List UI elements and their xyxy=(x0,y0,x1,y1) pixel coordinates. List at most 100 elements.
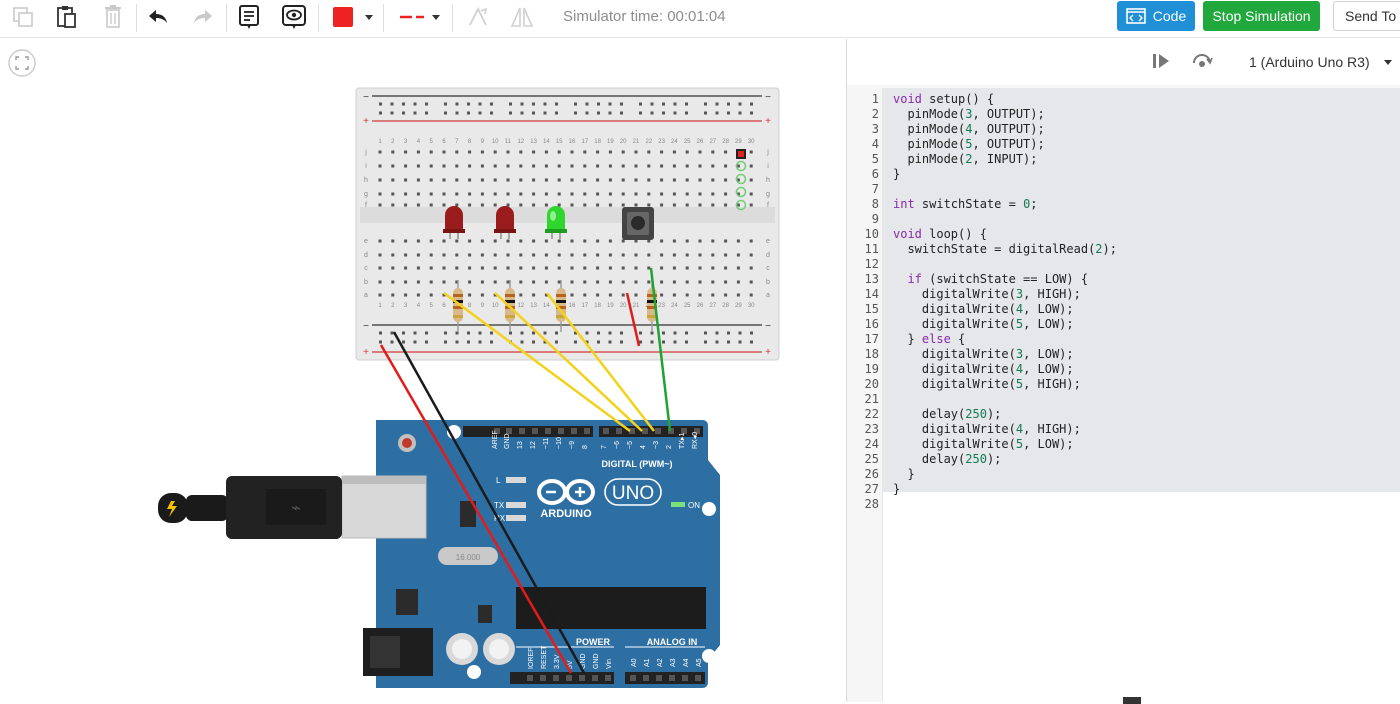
wire-style-icon[interactable] xyxy=(394,0,446,34)
breadboard-column-label: 16 xyxy=(569,303,576,309)
rotate-icon[interactable] xyxy=(463,0,493,34)
arduino-uno[interactable]: 16.000 L TX RX ON ARDUINO UN xyxy=(341,420,720,688)
debug-icon[interactable] xyxy=(1191,51,1213,76)
code-line[interactable]: digitalWrite(3, LOW); xyxy=(893,347,1074,361)
led-l-label: L xyxy=(496,476,501,485)
color-swatch xyxy=(333,7,353,27)
paste-icon[interactable] xyxy=(52,0,82,34)
color-picker-icon[interactable] xyxy=(330,0,378,34)
breadboard-column-label: 5 xyxy=(430,139,434,145)
flip-icon[interactable] xyxy=(507,0,537,34)
undo-icon[interactable] xyxy=(143,0,173,34)
breadboard-column-label: 8 xyxy=(468,303,472,309)
pushbutton[interactable] xyxy=(622,207,654,240)
code-line[interactable]: digitalWrite(3, HIGH); xyxy=(893,287,1081,301)
line-number: 21 xyxy=(864,392,879,406)
serial-monitor-icon[interactable] xyxy=(855,696,1400,704)
usb-cable: ⌁ xyxy=(158,476,342,539)
code-line[interactable]: } xyxy=(893,467,915,481)
power-icon xyxy=(167,501,177,517)
led-red-1[interactable] xyxy=(443,206,465,239)
visibility-icon[interactable] xyxy=(279,0,309,34)
breadboard-column-label: 30 xyxy=(748,139,755,145)
breadboard-rail-label: + xyxy=(765,116,771,127)
analog-pin-label: A1 xyxy=(644,658,651,667)
device-select[interactable]: 1 (Arduino Uno R3) xyxy=(1237,47,1400,77)
code-line[interactable]: int switchState = 0; xyxy=(893,197,1038,211)
zoom-fit-icon[interactable] xyxy=(8,49,36,77)
code-line[interactable]: pinMode(4, OUTPUT); xyxy=(893,122,1045,136)
line-number: 5 xyxy=(871,152,879,166)
code-line[interactable]: pinMode(5, OUTPUT); xyxy=(893,137,1045,151)
breadboard-rail-label: − xyxy=(363,321,369,332)
code-line[interactable]: delay(250); xyxy=(893,407,1002,421)
digital-header-label: DIGITAL (PWM~) xyxy=(602,459,673,469)
power-pin-label: GND xyxy=(593,653,600,669)
code-line[interactable]: switchState = digitalRead(2); xyxy=(893,242,1117,256)
breadboard-row-label: e xyxy=(766,238,770,245)
code-line[interactable]: delay(250); xyxy=(893,452,1002,466)
code-line[interactable]: digitalWrite(5, LOW); xyxy=(893,317,1074,331)
circuit-canvas[interactable]: 1122334455667788991010111112121313141415… xyxy=(0,39,846,702)
breadboard-row-label: c xyxy=(766,265,770,272)
breadboard-column-label: 20 xyxy=(620,139,627,145)
code-line[interactable]: if (switchState == LOW) { xyxy=(907,272,1089,286)
line-number: 4 xyxy=(871,137,879,151)
send-to-button[interactable]: Send To xyxy=(1333,1,1400,31)
breadboard-column-label: 6 xyxy=(442,139,446,145)
code-line[interactable]: digitalWrite(4, HIGH); xyxy=(893,422,1081,436)
code-line[interactable]: digitalWrite(4, LOW); xyxy=(893,302,1074,316)
power-header-label: POWER xyxy=(576,637,611,647)
code-line[interactable]: } xyxy=(893,167,901,181)
breadboard-column-label: 27 xyxy=(709,303,716,309)
breadboard-column-label: 18 xyxy=(594,303,601,309)
code-line[interactable]: digitalWrite(4, LOW); xyxy=(893,362,1074,376)
analog-header-label: ANALOG IN xyxy=(647,637,698,647)
copy-icon[interactable] xyxy=(8,0,38,34)
line-number: 17 xyxy=(864,332,879,346)
code-line[interactable]: void loop() { xyxy=(893,227,987,241)
line-number: 10 xyxy=(864,227,879,241)
breadboard-column-label: 9 xyxy=(481,303,485,309)
wire-yellow-pin5 xyxy=(443,291,631,433)
breadboard-column-label: 6 xyxy=(442,303,446,309)
rx-label: RX xyxy=(494,514,506,523)
digital-pin-label: ~11 xyxy=(543,438,550,449)
analog-pin-label: A3 xyxy=(670,658,677,667)
digital-pin-label: ~6 xyxy=(614,441,621,449)
wire-red-jumper[interactable] xyxy=(625,292,641,347)
digital-pin-label: ~3 xyxy=(653,441,660,449)
breadboard-rail-label: − xyxy=(765,321,771,332)
led-green[interactable] xyxy=(545,206,567,239)
redo-icon[interactable] xyxy=(188,0,218,34)
resistor[interactable] xyxy=(453,280,463,332)
code-button[interactable]: Code xyxy=(1117,1,1195,31)
code-line[interactable]: } xyxy=(893,482,901,496)
code-line[interactable]: pinMode(2, INPUT); xyxy=(893,152,1038,166)
analog-pin-label: A4 xyxy=(683,658,690,667)
step-forward-icon[interactable] xyxy=(1151,52,1171,75)
breadboard-column-label: 12 xyxy=(517,139,524,145)
code-line[interactable]: digitalWrite(5, HIGH); xyxy=(893,377,1081,391)
digital-pin-label: 7 xyxy=(601,445,608,449)
breadboard-column-label: 18 xyxy=(594,139,601,145)
breadboard-column-label: 1 xyxy=(378,303,382,309)
code-line[interactable]: pinMode(3, OUTPUT); xyxy=(893,107,1045,121)
code-line[interactable]: void setup() { xyxy=(893,92,995,106)
breadboard-row-label: h xyxy=(364,177,368,184)
stop-simulation-button[interactable]: Stop Simulation xyxy=(1203,1,1320,31)
code-line[interactable]: digitalWrite(5, LOW); xyxy=(893,437,1074,451)
breadboard-column-label: 3 xyxy=(404,303,408,309)
breadboard-column-label: 9 xyxy=(481,139,485,145)
wires[interactable] xyxy=(379,267,672,674)
notes-icon[interactable] xyxy=(234,0,264,34)
line-number: 2 xyxy=(871,107,879,121)
line-number: 9 xyxy=(871,212,879,226)
crystal-label: 16.000 xyxy=(456,553,481,562)
code-line[interactable]: } else { xyxy=(893,332,966,346)
led-red-2[interactable] xyxy=(494,206,516,239)
line-number: 11 xyxy=(864,242,879,256)
delete-icon[interactable] xyxy=(98,0,128,34)
breadboard-column-label: 21 xyxy=(633,139,640,145)
